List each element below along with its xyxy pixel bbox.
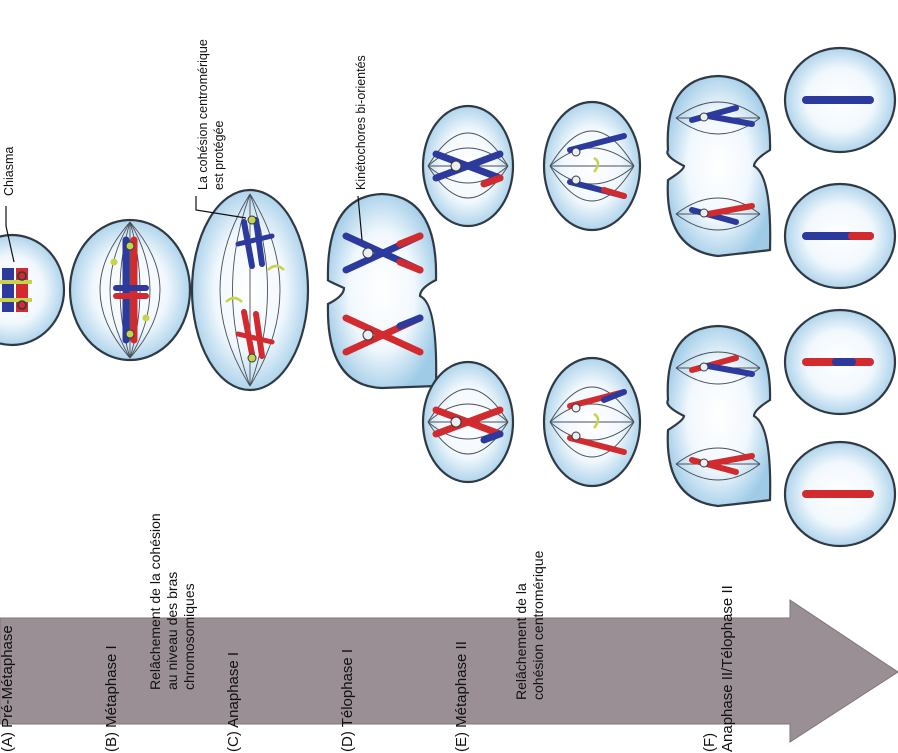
stage-label-f-1: (F)	[701, 732, 718, 752]
cell-f2	[666, 324, 772, 508]
callout-protected-2: est protégée	[212, 120, 226, 191]
timeline-arrow	[0, 599, 898, 743]
cell-a	[0, 233, 66, 347]
gamete-3	[783, 308, 897, 416]
stage-label-c: (C) Anaphase I	[225, 651, 242, 752]
protected-leader	[195, 196, 247, 219]
stage-label-a: (A) Pré-Métaphase	[0, 625, 16, 752]
cell-c	[190, 188, 310, 392]
note-arm-cohesion-3: chromosomiques	[181, 583, 197, 690]
note-arm-cohesion-1: Relâchement de la cohésion	[147, 513, 163, 690]
cell-f1	[666, 74, 772, 258]
cell-e2	[421, 360, 515, 484]
callout-chiasma: Chiasma	[2, 146, 16, 196]
stage-label-e: (E) Métaphase II	[453, 641, 470, 752]
cell-d-membrane	[326, 192, 438, 390]
stage-label-f-2: Anaphase II/Télophase II	[719, 585, 736, 752]
callout-protected-1: La cohésion centromérique	[196, 39, 210, 190]
chromosomes-d-bottom	[342, 314, 424, 356]
kinetochores-leader	[357, 195, 363, 241]
chromosomes-d-top	[342, 232, 424, 274]
stage-label-d: (D) Télophase I	[339, 648, 356, 752]
cell-b	[68, 218, 192, 362]
chromosomes-c	[225, 215, 285, 363]
callout-kinetochores: Kinétochores bi-orientés	[354, 55, 368, 190]
note-centromeric-2: cohésion centromérique	[530, 550, 546, 700]
gamete-1	[783, 46, 897, 154]
chromosomes-b	[110, 236, 150, 344]
cell-d	[326, 192, 438, 390]
gamete-4	[783, 440, 897, 548]
note-arm-cohesion-2: au niveau des bras	[164, 571, 180, 690]
cell-e1	[421, 104, 515, 228]
cell-e3	[542, 100, 642, 232]
chromosomes-a	[0, 268, 32, 312]
chiasma-leader	[5, 206, 15, 263]
note-centromeric-1: Relâchement de la	[513, 583, 529, 700]
cell-e4	[542, 356, 642, 488]
gamete-2	[783, 182, 897, 290]
stage-label-b: (B) Métaphase I	[103, 645, 120, 752]
